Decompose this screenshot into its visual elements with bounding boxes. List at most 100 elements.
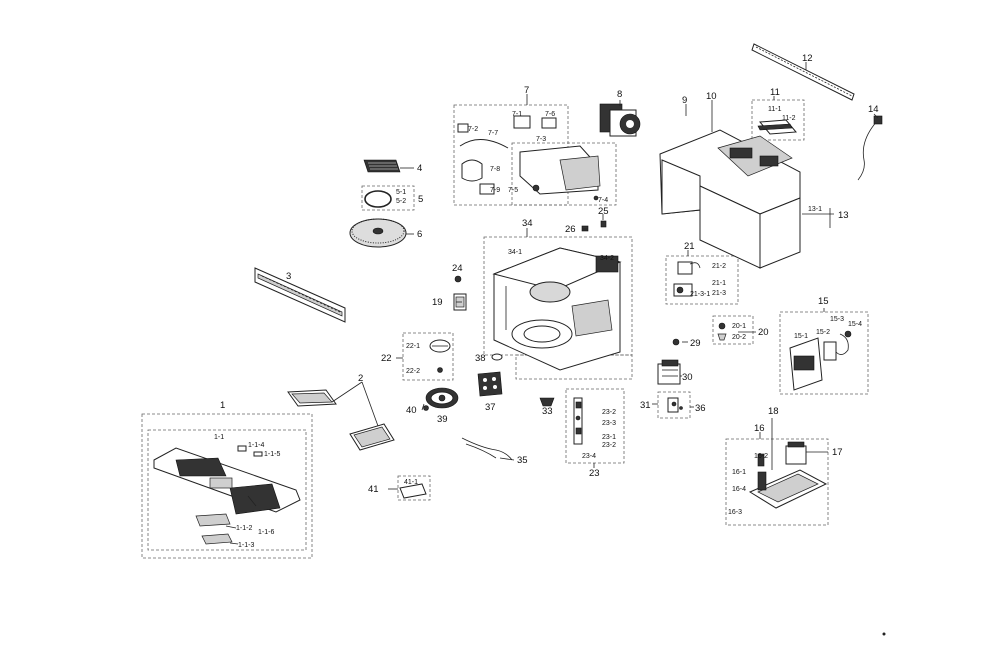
label-26: 26 [565,224,576,235]
group-box-20 [712,315,754,345]
label-34-2: 34-2 [600,255,614,262]
label-7-3: 7-3 [536,136,546,143]
part-5-roller-ring [364,190,392,208]
label-7: 7 [524,85,529,96]
label-21: 21 [684,241,695,252]
part-25-fastener [600,220,607,228]
label-25: 25 [598,206,609,217]
label-22-1: 22-1 [406,343,420,350]
label-35: 35 [517,455,528,466]
label-7-4: 7-4 [598,197,608,204]
label-20-2: 20-2 [732,334,746,341]
group-box-5 [361,185,415,211]
label-9: 9 [682,95,687,106]
part-7-assembly [457,115,601,201]
label-16-3: 16-3 [728,509,742,516]
label-24: 24 [452,263,463,274]
group-box-31 [657,391,691,419]
part-24-screw [454,275,462,283]
label-29: 29 [690,338,701,349]
part-17-capacitor [785,441,807,465]
part-3-trim [254,267,346,323]
label-5-1: 5-1 [396,189,406,196]
part-39-fan [423,387,459,411]
part-9-10-outer-case [659,129,801,269]
label-7-6: 7-6 [545,111,555,118]
label-21-2: 21-2 [712,263,726,270]
dot-mark [882,632,886,636]
part-1-base-plate [153,445,301,545]
label-7-1: 7-1 [512,111,522,118]
group-box-7 [453,104,569,206]
label-4: 4 [417,163,422,174]
part-22-motor [429,339,451,373]
label-23-2a: 23-2 [602,409,616,416]
part-21-switch-set [673,261,701,297]
part-8-fan-motor [599,103,641,137]
group-box-16 [725,438,829,526]
label-12: 12 [802,53,813,64]
label-1-1-4: 1-1-4 [248,442,264,449]
label-23: 23 [589,468,600,479]
label-5-2: 5-2 [396,198,406,205]
part-2-filters [287,389,395,451]
label-34-1: 34-1 [508,249,522,256]
label-19: 19 [432,297,443,308]
part-15-panel [789,330,852,391]
part-31-36-switch [667,397,683,413]
part-30-transformer [657,359,681,385]
label-15: 15 [818,296,829,307]
label-1-1-3: 1-1-3 [238,542,254,549]
label-36: 36 [695,403,706,414]
label-18: 18 [768,406,779,417]
label-31: 31 [640,400,651,411]
label-17: 17 [832,447,843,458]
leader-lines [225,62,879,545]
group-box-7-inner [511,142,617,206]
label-2: 2 [358,373,363,384]
label-11-1: 11-1 [768,106,782,113]
part-4-grille [363,159,401,173]
group-box-41 [397,475,431,501]
label-11: 11 [770,87,780,98]
label-16-2: 16-2 [754,453,768,460]
label-21-1: 21-1 [712,280,726,287]
label-15-2: 15-2 [816,329,830,336]
label-1-1-6: 1-1-6 [258,529,274,536]
label-11-2: 11-2 [782,115,796,122]
label-15-4: 15-4 [848,321,862,328]
label-22: 22 [381,353,392,364]
label-39: 39 [437,414,448,425]
label-14: 14 [868,104,879,115]
label-10: 10 [706,91,717,102]
group-box-1-1 [147,429,307,551]
label-23-3: 23-3 [602,420,616,427]
label-20: 20 [758,327,769,338]
label-13-1: 13-1 [808,206,822,213]
label-20-1: 20-1 [732,323,746,330]
label-21-3-1: 21-3-1 [690,291,710,298]
label-16-4: 16-4 [732,486,746,493]
label-40: 40 [406,405,417,416]
group-box-1 [141,413,313,559]
label-1-1-2: 1-1-2 [236,525,252,532]
label-7-7: 7-7 [488,130,498,137]
label-23-4: 23-4 [582,453,596,460]
part-11-bracket [757,119,798,135]
label-15-3: 15-3 [830,316,844,323]
label-3: 3 [286,271,291,282]
callout-labels: 1 1-1 1-1-4 1-1-5 1-1-6 1-1-2 1-1-3 2 3 … [214,53,879,549]
label-7-8: 7-8 [490,166,500,173]
label-22-2: 22-2 [406,368,420,375]
part-6-turntable [349,218,407,248]
label-16: 16 [754,423,765,434]
part-20-parts [717,322,727,341]
label-21-3: 21-3 [712,290,726,297]
part-12-rail [751,43,855,101]
part-35-harness [461,437,513,461]
label-30: 30 [682,372,693,383]
group-box-21 [665,255,739,305]
label-7-9: 7-9 [490,187,500,194]
label-38: 38 [475,353,486,364]
label-23-1: 23-1 [602,434,616,441]
